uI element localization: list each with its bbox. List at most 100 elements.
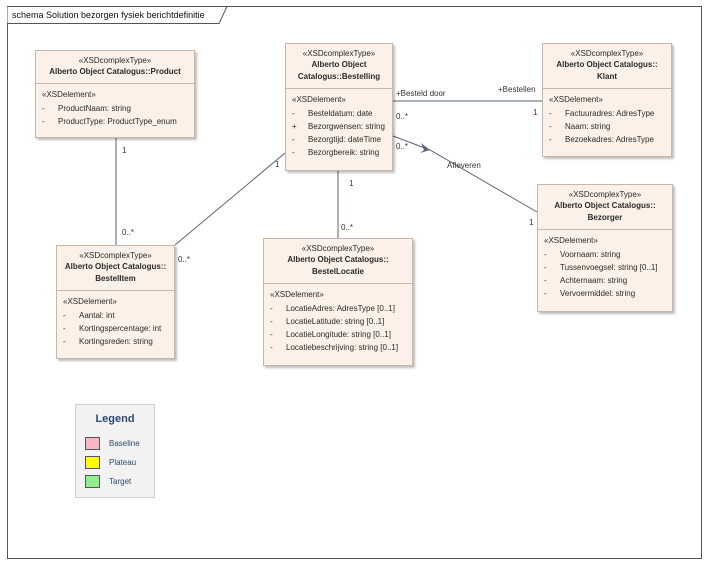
multiplicity: 0..*: [396, 142, 409, 151]
visibility: -: [270, 304, 273, 313]
class-bestelling[interactable]: «XSDcomplexType» Alberto Object Catalogu…: [285, 43, 393, 171]
attribute: LocatieAdres: AdresType [0..1]: [286, 304, 395, 313]
class-name-line2: BestelItem: [95, 274, 136, 283]
attribute: Kortingsreden: string: [79, 337, 153, 346]
visibility: -: [270, 317, 273, 326]
class-bestellocatie[interactable]: «XSDcomplexType» Alberto Object Catalogu…: [263, 238, 413, 366]
legend-item-target: Target: [85, 475, 131, 488]
attribute: Voornaam: string: [560, 250, 621, 259]
visibility: -: [63, 337, 66, 346]
section-label: «XSDelement»: [63, 297, 117, 306]
attribute-row: - Achternaam: string: [544, 274, 666, 287]
visibility: -: [63, 324, 66, 333]
attribute: Bezorgtijd: dateTime: [308, 135, 382, 144]
attribute-row: -ProductType: ProductType_enum: [42, 115, 188, 128]
attribute-row: - LocatieLatitude: string [0..1]: [270, 315, 406, 328]
multiplicity: 0..*: [341, 223, 354, 232]
attribute-row: -Tussenvoegsel: string [0..1]: [544, 261, 666, 274]
class-header: «XSDcomplexType» Alberto Object Catalogu…: [57, 246, 174, 291]
attribute: Tussenvoegsel: string [0..1]: [560, 263, 658, 272]
attribute: LocatieLatitude: string [0..1]: [286, 317, 385, 326]
class-name-line2: Catalogus::Bestelling: [297, 72, 381, 81]
attribute-row: - Aantal: int: [63, 309, 168, 322]
diagram-title: schema Solution bezorgen fysiek berichtd…: [12, 10, 205, 20]
attribute-row: - Locatiebeschrijving: string [0..1]: [270, 341, 406, 354]
navigable-arrow: [420, 143, 430, 153]
legend-item-plateau: Plateau: [85, 456, 136, 469]
stereotype: «XSDcomplexType»: [78, 56, 152, 65]
class-header: «XSDcomplexType» Alberto Object Catalogu…: [286, 44, 392, 89]
visibility: -: [63, 311, 66, 320]
attribute-row: -Bezoekadres: AdresType: [549, 133, 665, 146]
attribute-row: -LocatieLongitude: string [0..1]: [270, 328, 406, 341]
class-body: «XSDelement» -Besteldatum: date +Bezorgw…: [286, 89, 392, 163]
visibility: -: [544, 276, 547, 285]
class-name: Alberto Object Catalogus::Product: [49, 67, 181, 76]
assoc-bestelitem-bestelling: [174, 152, 286, 246]
visibility: -: [544, 289, 547, 298]
class-body: «XSDelement» -Voornaam: string -Tussenvo…: [538, 230, 672, 304]
attribute: Achternaam: string: [560, 276, 628, 285]
attribute-row: -Vervoermiddel: string: [544, 287, 666, 300]
class-bestelitem[interactable]: «XSDcomplexType» Alberto Object Catalogu…: [56, 245, 175, 359]
multiplicity: 1: [529, 218, 534, 227]
attribute: ProductNaam: string: [58, 104, 131, 113]
multiplicity: 1: [533, 108, 538, 117]
legend-swatch: [85, 456, 100, 469]
legend-swatch: [85, 475, 100, 488]
class-name-line1: Alberto Object: [311, 60, 367, 69]
visibility: -: [42, 117, 45, 126]
attribute-row: - LocatieAdres: AdresType [0..1]: [270, 302, 406, 315]
class-product[interactable]: «XSDcomplexType» Alberto Object Catalogu…: [35, 50, 195, 138]
multiplicity: 0..*: [178, 255, 191, 264]
class-name-line2: Bezorger: [587, 213, 623, 222]
section-label: «XSDelement»: [549, 95, 603, 104]
class-name-line1: Alberto Object Catalogus::: [556, 60, 658, 69]
class-header: «XSDcomplexType» Alberto Object Catalogu…: [538, 185, 672, 230]
attribute-row: -Factuuradres: AdresType: [549, 107, 665, 120]
class-header: «XSDcomplexType» Alberto Object Catalogu…: [36, 51, 194, 84]
visibility: -: [292, 109, 295, 118]
legend-label: Plateau: [109, 458, 137, 467]
multiplicity: 1: [275, 160, 280, 169]
class-body: «XSDelement» -LocatieAdres: AdresType [0…: [264, 284, 412, 358]
attribute: Kortingspercentage: int: [79, 324, 162, 333]
attribute: Bezoekadres: AdresType: [565, 135, 654, 144]
visibility: -: [270, 343, 273, 352]
class-name-line1: Alberto Object Catalogus::: [554, 201, 656, 210]
stereotype: «XSDcomplexType»: [79, 251, 152, 260]
class-body: «XSDelement» - ProductNaam: string -Produ…: [36, 84, 194, 132]
attribute-row: - Voornaam: string: [544, 248, 666, 261]
stereotype: «XSDcomplexType»: [302, 49, 376, 58]
role-bestellen: +Bestellen: [498, 85, 536, 94]
diagram-frame-tab: [7, 6, 228, 24]
role-besteld-door: +Besteld door: [396, 89, 446, 98]
attribute-row: -Naam: string: [549, 120, 665, 133]
section-label: «XSDelement»: [42, 90, 96, 99]
class-bezorger[interactable]: «XSDcomplexType» Alberto Object Catalogu…: [537, 184, 673, 312]
attribute-row: - Kortingsreden: string: [63, 335, 168, 348]
multiplicity: 0..*: [122, 228, 135, 237]
section-label: «XSDelement»: [292, 95, 346, 104]
visibility: -: [549, 109, 552, 118]
attribute: Locatiebeschrijving: string [0..1]: [286, 343, 399, 352]
attribute: Bezorgbereik: string: [308, 148, 380, 157]
visibility: -: [544, 250, 547, 259]
attribute-row: - ProductNaam: string: [42, 102, 188, 115]
class-klant[interactable]: «XSDcomplexType» Alberto Object Catalogu…: [542, 43, 672, 157]
attribute: Besteldatum: date: [308, 109, 373, 118]
visibility: -: [292, 135, 295, 144]
visibility: -: [42, 104, 45, 113]
role-afleveren: Afleveren: [447, 161, 481, 170]
attribute-row: - Bezorgtijd: dateTime: [292, 133, 386, 146]
stereotype: «XSDcomplexType»: [570, 49, 644, 58]
multiplicity: 1: [122, 146, 127, 155]
visibility: -: [270, 330, 273, 339]
attribute: Aantal: int: [79, 311, 115, 320]
class-name-line2: Klant: [597, 72, 617, 81]
section-label: «XSDelement»: [544, 236, 598, 245]
diagram-frame: [7, 6, 702, 559]
stereotype: «XSDcomplexType»: [568, 190, 642, 199]
attribute-row: - Kortingspercentage: int: [63, 322, 168, 335]
